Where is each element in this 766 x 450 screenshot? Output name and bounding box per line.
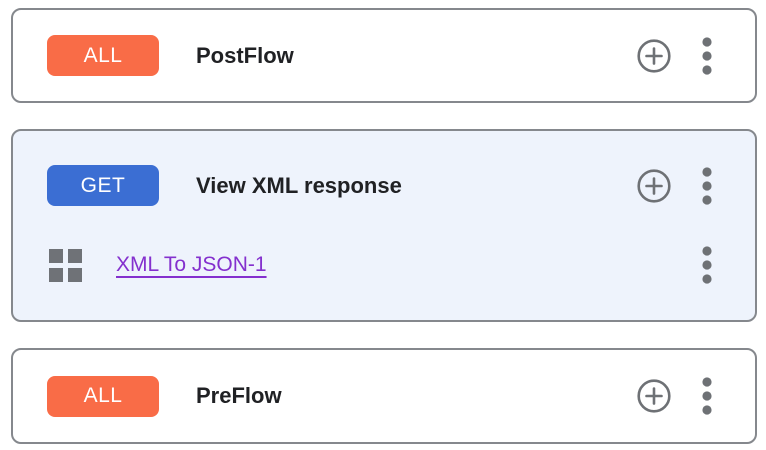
flow-header-row: ALL PostFlow [13,10,755,101]
plus-circle-icon [637,379,671,413]
add-policy-button[interactable] [636,38,672,74]
add-policy-button[interactable] [636,168,672,204]
flow-title: PreFlow [196,383,282,408]
flow-menu-button[interactable] [701,166,713,205]
kebab-vertical-icon [702,246,712,284]
grid-drag-handle-icon[interactable] [49,248,82,282]
method-badge: ALL [47,375,159,417]
flow-title: View XML response [196,172,402,198]
method-badge: ALL [47,35,159,76]
flow-menu-button[interactable] [701,36,713,75]
policy-link[interactable]: XML To JSON-1 [116,253,267,276]
kebab-vertical-icon [702,36,712,75]
kebab-vertical-icon [702,166,712,205]
flow-header-row: GET View XML response [13,131,755,206]
plus-circle-icon [637,168,671,203]
kebab-vertical-icon [702,377,712,415]
policy-menu-button[interactable] [701,246,713,284]
flow-menu-button[interactable] [701,377,713,415]
plus-circle-icon [637,38,671,73]
flow-title: PostFlow [196,42,294,68]
policy-row: XML To JSON-1 [13,206,755,320]
flow-card-view-xml-response[interactable]: GET View XML response XML To JSON-1 [11,129,757,322]
method-badge: GET [47,165,159,206]
flow-card-preflow[interactable]: ALL PreFlow [11,348,757,444]
flow-header-row: ALL PreFlow [13,350,755,442]
add-policy-button[interactable] [636,378,672,414]
flow-card-postflow[interactable]: ALL PostFlow [11,8,757,103]
